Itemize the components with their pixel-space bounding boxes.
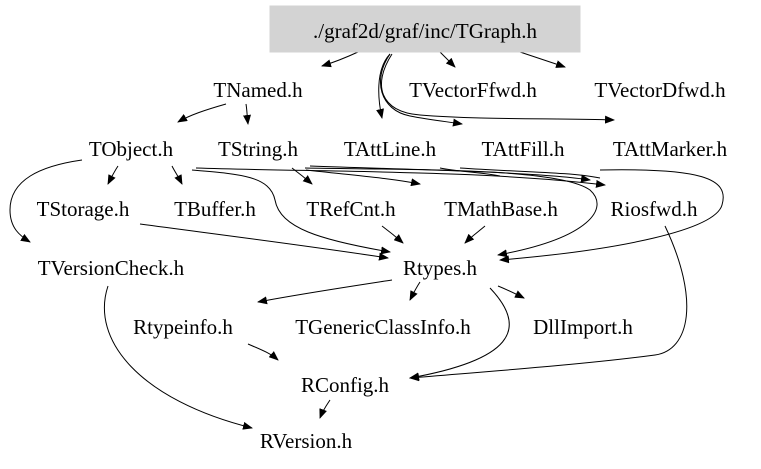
node-tbuffer[interactable]: TBuffer.h xyxy=(174,197,256,221)
edge-rconfig-rversion xyxy=(319,399,331,419)
node-trefcnt[interactable]: TRefCnt.h xyxy=(306,197,396,221)
graph-edges xyxy=(9,51,724,430)
edge-tstorage-rtypes xyxy=(139,223,389,261)
node-tgraph[interactable]: ./graf2d/graf/inc/TGraph.h xyxy=(313,19,537,43)
edge-tattmarker-rtypes xyxy=(499,169,724,264)
edge-rtypes-rtypeinfo xyxy=(257,279,393,305)
node-riosfwd[interactable]: Riosfwd.h xyxy=(611,197,698,221)
edge-tattline-rtypes xyxy=(439,167,501,177)
edge-rtypeinfo-rconfig xyxy=(247,343,279,361)
edge-tobject-rtypes xyxy=(191,169,391,255)
edge-rtypes-rconfig xyxy=(409,287,510,381)
edge-riosfwd-rconfig xyxy=(409,225,688,382)
edge-tattfill-rtypes xyxy=(459,167,601,179)
edge-tobject-tstorage xyxy=(107,165,119,185)
node-tstorage[interactable]: TStorage.h xyxy=(37,197,130,221)
node-tattline[interactable]: TAttLine.h xyxy=(344,137,437,161)
node-tnamed[interactable]: TNamed.h xyxy=(213,78,303,102)
edge-tobject-riosfwd xyxy=(195,167,606,188)
node-tgenericclassinfo[interactable]: TGenericClassInfo.h xyxy=(295,315,471,339)
edge-tstring-riosfwd xyxy=(309,165,591,183)
node-tvectorffwd[interactable]: TVectorFfwd.h xyxy=(409,78,537,102)
node-dllimport[interactable]: DllImport.h xyxy=(533,315,633,339)
node-rtypes[interactable]: Rtypes.h xyxy=(403,256,478,280)
graph-nodes: ./graf2d/graf/inc/TGraph.h TNamed.h TVec… xyxy=(37,5,728,453)
node-tstring[interactable]: TString.h xyxy=(218,137,298,161)
node-tmathbase[interactable]: TMathBase.h xyxy=(444,197,558,221)
edge-tgraph-tattmarker xyxy=(380,53,615,124)
edge-tstring-tmathbase xyxy=(305,169,421,187)
root-node-box xyxy=(269,5,581,53)
edge-tmathbase-rtypes xyxy=(464,225,486,244)
edge-tobject-tbuffer xyxy=(171,165,183,185)
edge-tgraph-tvectorffwd xyxy=(439,51,456,68)
edge-rtypes-dllimport xyxy=(497,285,525,299)
edge-tstring-trefcnt xyxy=(291,167,313,185)
edge-tgraph-tnamed xyxy=(321,51,359,68)
node-rconfig[interactable]: RConfig.h xyxy=(301,373,390,397)
edge-trefcnt-rtypes xyxy=(381,225,404,244)
node-tversioncheck[interactable]: TVersionCheck.h xyxy=(38,256,185,280)
edge-tgraph-tattfill xyxy=(380,53,463,127)
edge-tgraph-tvectordfwd xyxy=(519,51,566,68)
node-tobject[interactable]: TObject.h xyxy=(89,137,174,161)
node-tattmarker[interactable]: TAttMarker.h xyxy=(613,137,728,161)
node-tattfill[interactable]: TAttFill.h xyxy=(482,137,565,161)
edge-tobject-tversioncheck xyxy=(9,159,83,243)
edge-tversioncheck-rversion xyxy=(103,285,253,430)
edge-tnamed-tstring xyxy=(243,103,251,125)
edge-rtypes-tgenericclassinfo xyxy=(409,281,421,301)
node-rtypeinfo[interactable]: Rtypeinfo.h xyxy=(133,315,233,339)
node-tvectordfwd[interactable]: TVectorDfwd.h xyxy=(594,78,726,102)
node-rversion[interactable]: RVersion.h xyxy=(260,429,353,453)
edge-tnamed-tobject xyxy=(177,103,227,123)
